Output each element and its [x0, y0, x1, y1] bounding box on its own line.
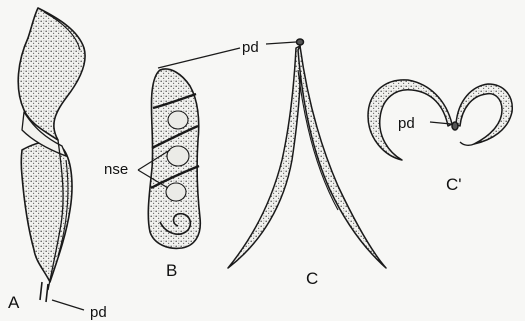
pd-a-leader: [52, 300, 84, 310]
pod-c-prime-tail: [460, 142, 474, 145]
label-c: C: [306, 269, 318, 288]
seed-3: [166, 183, 186, 201]
pd-b-leader: [158, 48, 240, 68]
pod-c-pedicel: [297, 39, 304, 45]
pod-c-prime-pedicel: [452, 122, 458, 130]
pod-a: [18, 8, 85, 302]
label-pd-a: pd: [90, 304, 107, 321]
label-nse: nse: [104, 161, 128, 178]
pod-c-prime-right-curl: [456, 84, 512, 144]
pod-c: [228, 39, 386, 268]
label-b: B: [166, 261, 177, 280]
label-pd-b: pd: [242, 39, 259, 56]
pod-a-pedicel: [40, 282, 48, 302]
seed-1: [168, 111, 188, 129]
pod-c-left-valve: [228, 46, 301, 268]
label-pd-c-prime: pd: [398, 115, 415, 132]
pod-a-lower-lobe: [21, 142, 72, 282]
pod-c-right-valve: [298, 46, 386, 268]
label-c-prime: C': [446, 175, 462, 194]
pod-c-prime: [368, 80, 512, 160]
pd-c-leader: [266, 42, 296, 44]
seed-2: [167, 146, 189, 166]
label-a: A: [8, 293, 20, 312]
